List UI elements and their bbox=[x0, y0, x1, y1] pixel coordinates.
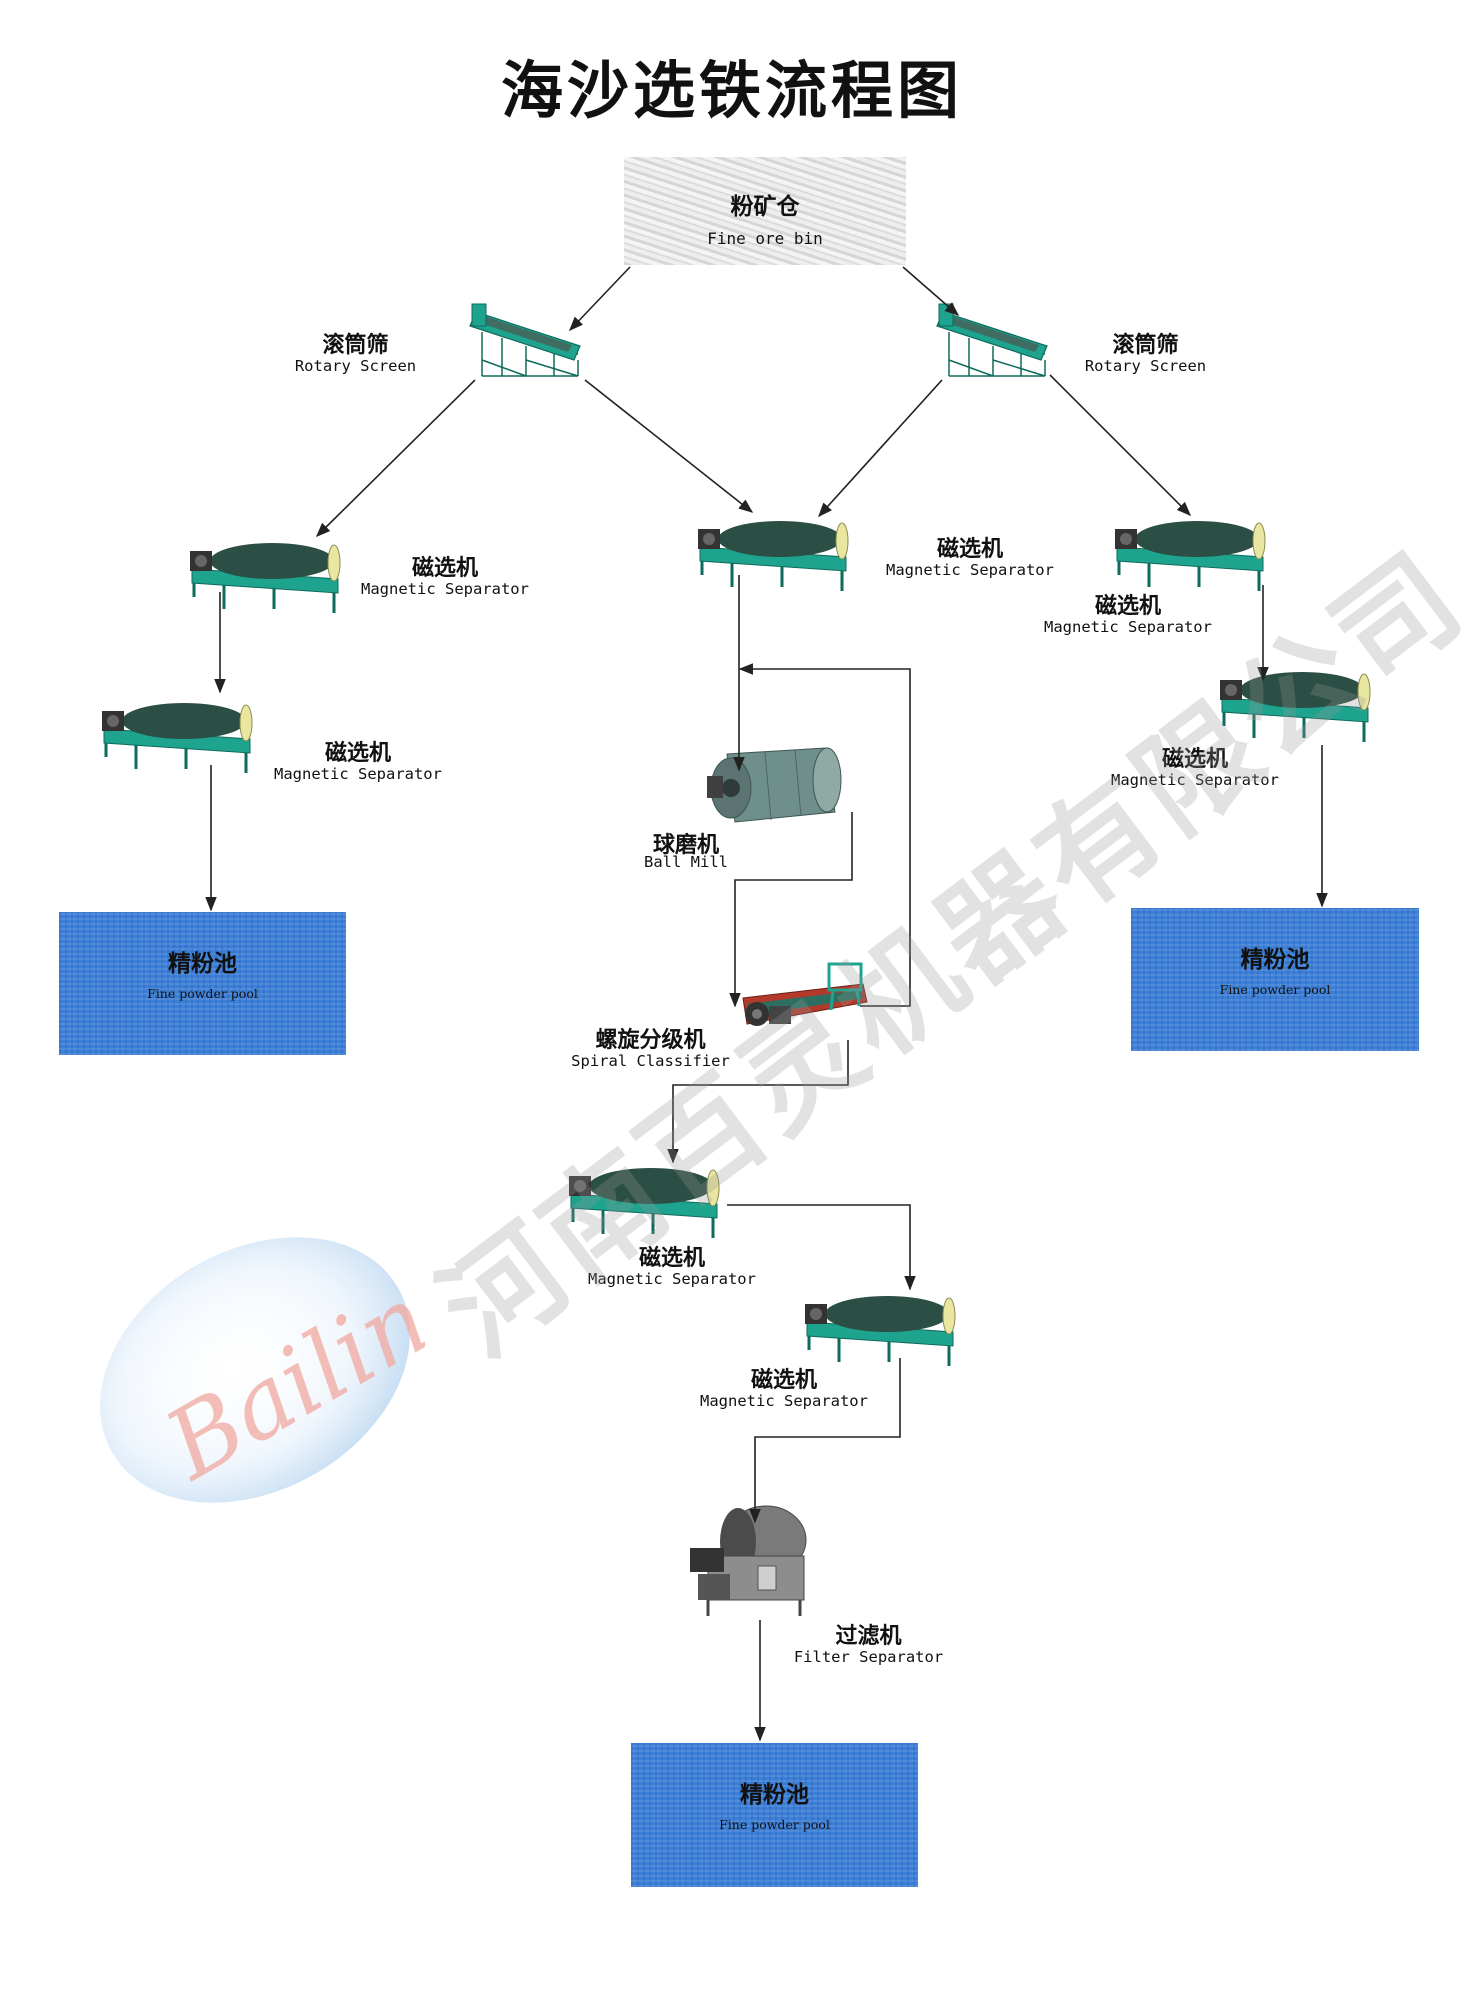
link-screen-right-to-mag-right-1 bbox=[1049, 374, 1192, 517]
bailing-logo-icon: Bailing bbox=[100, 1233, 425, 1503]
page-title: 海沙选铁流程图 bbox=[500, 54, 963, 127]
mag-right-2-label-cn: 磁选机 bbox=[1161, 746, 1228, 772]
magnetic-separator-center-2-icon bbox=[569, 1168, 720, 1238]
magnetic-separator-center-1-icon bbox=[698, 521, 849, 591]
magnetic-separator-left-1-icon bbox=[190, 543, 341, 613]
rotary-screen-right-label-en: Rotary Screen bbox=[1084, 357, 1207, 376]
rotary-screen-left-label: 滚筒筛 Rotary Screen bbox=[283, 332, 428, 376]
filter-label: 过滤机 Filter Separator bbox=[786, 1623, 951, 1667]
link-screen-left-to-mag-left-1 bbox=[315, 379, 476, 538]
rotary-screen-left-label-en: Rotary Screen bbox=[294, 357, 417, 376]
magnetic-separator-right-2-icon bbox=[1220, 672, 1371, 742]
mag-right-1-label: 磁选机 Magnetic Separator bbox=[1038, 593, 1218, 637]
ball-mill-label-en: Ball Mill bbox=[644, 853, 728, 872]
mag-center-3-label-cn: 磁选机 bbox=[750, 1367, 817, 1393]
ball-mill-label-cn: 球磨机 bbox=[652, 832, 719, 858]
rotary-screen-left-icon bbox=[469, 303, 581, 377]
mag-right-1-label-cn: 磁选机 bbox=[1094, 593, 1161, 619]
pool-bottom-label-cn: 精粉池 bbox=[740, 1781, 809, 1808]
fine-ore-bin-box: 粉矿仓 Fine ore bin bbox=[624, 157, 906, 265]
magnetic-separator-left-2-icon bbox=[102, 703, 253, 773]
rotary-screen-right-icon bbox=[936, 303, 1048, 377]
pool-left-label-cn: 精粉池 bbox=[168, 950, 237, 977]
mag-left-2-label-cn: 磁选机 bbox=[324, 740, 391, 766]
filter-label-cn: 过滤机 bbox=[835, 1623, 902, 1649]
mag-left-1-label-en: Magnetic Separator bbox=[361, 580, 529, 599]
fine-powder-pool-right: 精粉池 Fine powder pool bbox=[1131, 908, 1419, 1051]
fine-powder-pool-bottom: 精粉池 Fine powder pool bbox=[631, 1743, 918, 1887]
logo-text: Bailing bbox=[146, 1233, 425, 1503]
spiral-classifier-label-en: Spiral Classifier bbox=[571, 1052, 730, 1071]
mag-center-1-label: 磁选机 Magnetic Separator bbox=[880, 536, 1060, 580]
filter-separator-icon bbox=[690, 1505, 807, 1616]
mag-left-2-label-en: Magnetic Separator bbox=[274, 765, 442, 784]
rotary-screen-right-label-cn: 滚筒筛 bbox=[1112, 332, 1179, 358]
mag-center-3-label: 磁选机 Magnetic Separator bbox=[694, 1367, 874, 1411]
mag-center-3-label-en: Magnetic Separator bbox=[700, 1392, 868, 1411]
mag-center-2-label-cn: 磁选机 bbox=[638, 1245, 705, 1271]
pool-bottom-label-en: Fine powder pool bbox=[719, 1817, 830, 1832]
magnetic-separator-right-1-icon bbox=[1115, 521, 1266, 591]
mag-right-2-label-en: Magnetic Separator bbox=[1111, 771, 1279, 790]
magnetic-separator-center-3-icon bbox=[805, 1296, 956, 1366]
pool-left-label-en: Fine powder pool bbox=[147, 986, 258, 1001]
fine-ore-bin-label-cn: 粉矿仓 bbox=[730, 193, 800, 220]
link-classifier-return-to-ball-mill bbox=[738, 663, 911, 1007]
spiral-classifier-label-cn: 螺旋分级机 bbox=[595, 1027, 706, 1053]
rotary-screen-right-label: 滚筒筛 Rotary Screen bbox=[1073, 332, 1218, 376]
mag-center-2-label-en: Magnetic Separator bbox=[588, 1270, 756, 1289]
mag-center-2-label: 磁选机 Magnetic Separator bbox=[582, 1245, 762, 1289]
ball-mill-label: 球磨机 Ball Mill bbox=[636, 832, 736, 872]
spiral-classifier-label: 螺旋分级机 Spiral Classifier bbox=[563, 1027, 738, 1071]
filter-label-en: Filter Separator bbox=[793, 1648, 944, 1667]
mag-center-1-label-en: Magnetic Separator bbox=[886, 561, 1054, 580]
ball-mill-icon bbox=[707, 747, 842, 823]
spiral-classifier-icon bbox=[742, 962, 868, 1026]
pool-right-label-cn: 精粉池 bbox=[1240, 946, 1310, 973]
mag-left-1-label-cn: 磁选机 bbox=[411, 555, 478, 581]
mag-right-1-label-en: Magnetic Separator bbox=[1044, 618, 1212, 637]
link-screen-left-to-mag-center-1 bbox=[584, 379, 754, 513]
mag-left-1-label: 磁选机 Magnetic Separator bbox=[355, 555, 535, 599]
pool-right-label-en: Fine powder pool bbox=[1219, 982, 1331, 997]
fine-ore-bin-label-en: Fine ore bin bbox=[707, 229, 823, 248]
rotary-screen-left-label-cn: 滚筒筛 bbox=[322, 332, 389, 358]
mag-right-2-label: 磁选机 Magnetic Separator bbox=[1105, 746, 1285, 790]
fine-powder-pool-left: 精粉池 Fine powder pool bbox=[59, 912, 346, 1055]
link-screen-right-to-mag-center-1 bbox=[818, 379, 943, 518]
mag-left-2-label: 磁选机 Magnetic Separator bbox=[268, 740, 448, 784]
mag-center-1-label-cn: 磁选机 bbox=[936, 536, 1003, 562]
